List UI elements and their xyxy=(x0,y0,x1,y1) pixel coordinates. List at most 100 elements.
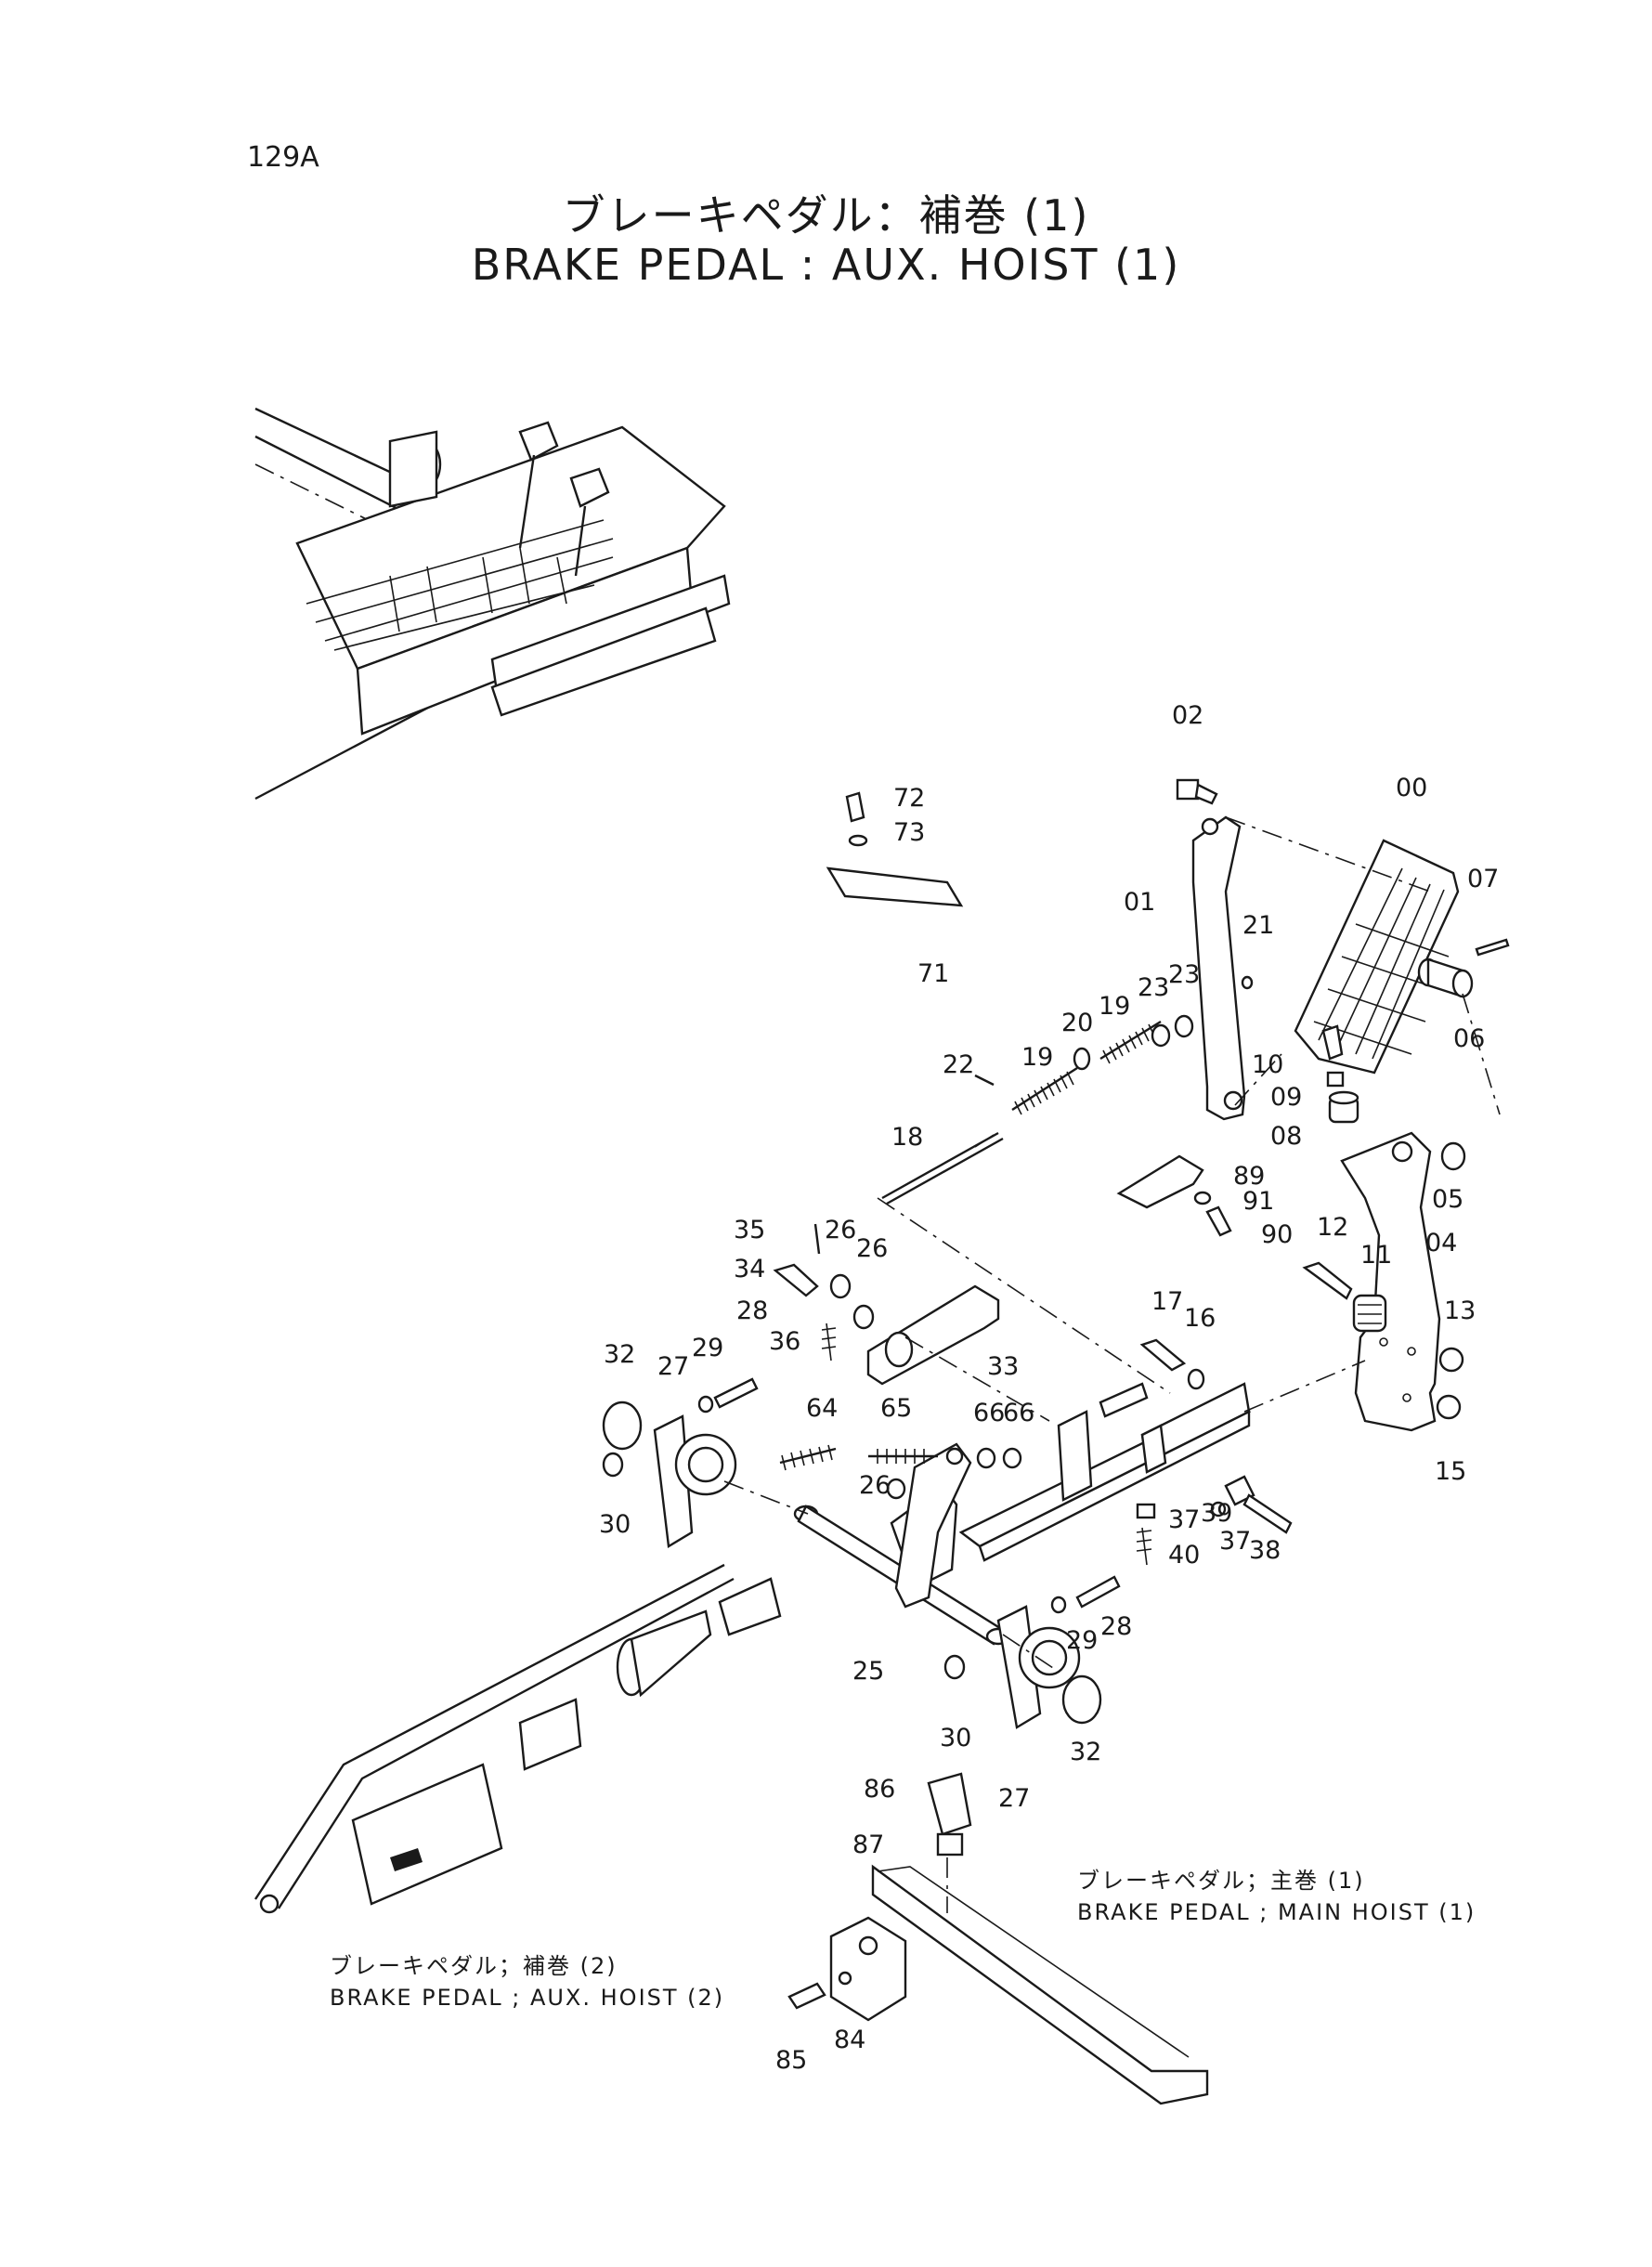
callout-85: 85 xyxy=(775,2046,807,2075)
callout-27a: 27 xyxy=(657,1352,689,1381)
nut xyxy=(976,1447,996,1469)
callout-29b: 29 xyxy=(1066,1626,1098,1655)
callout-39: 39 xyxy=(1201,1499,1232,1528)
callout-06: 06 xyxy=(1453,1024,1485,1053)
nut xyxy=(1151,1023,1171,1048)
washer xyxy=(1210,1501,1227,1518)
callout-13: 13 xyxy=(1444,1296,1476,1325)
bearing-housing xyxy=(653,1414,737,1548)
callout-64: 64 xyxy=(806,1394,838,1423)
callout-37b: 37 xyxy=(1219,1527,1251,1556)
assembly-lines xyxy=(723,816,1501,1913)
callout-20: 20 xyxy=(1061,1009,1093,1037)
callout-05: 05 xyxy=(1432,1185,1463,1214)
pedal-bracket xyxy=(1340,1131,1441,1432)
washer xyxy=(697,1395,714,1414)
callout-33: 33 xyxy=(987,1352,1019,1381)
reference-aux-hoist-2: ブレーキペダル；補巻 (2) BRAKE PEDAL ; AUX. HOIST … xyxy=(330,1950,724,2013)
snap-ring xyxy=(602,1401,643,1451)
callout-28a: 28 xyxy=(736,1296,768,1325)
collar xyxy=(829,1273,852,1299)
rubber-stopper xyxy=(1352,1294,1387,1333)
callout-18: 18 xyxy=(891,1123,923,1152)
reference-main-hoist-english: BRAKE PEDAL ; MAIN HOIST (1) xyxy=(1077,1899,1476,1925)
bolt xyxy=(927,1772,972,1836)
callout-32a: 32 xyxy=(604,1340,635,1369)
bearing-housing xyxy=(996,1605,1081,1729)
callout-10: 10 xyxy=(1252,1050,1283,1079)
bolt xyxy=(713,1377,759,1409)
bolt xyxy=(1176,778,1218,805)
pin xyxy=(1475,938,1510,957)
callout-30a: 30 xyxy=(599,1510,631,1539)
collar xyxy=(886,1478,906,1500)
callout-37a: 37 xyxy=(1168,1505,1200,1534)
collar xyxy=(852,1304,875,1330)
callout-26a: 26 xyxy=(825,1216,856,1244)
link-lever xyxy=(866,1284,1000,1386)
snap-ring xyxy=(1061,1674,1102,1725)
callout-40: 40 xyxy=(1168,1541,1200,1570)
callout-12: 12 xyxy=(1317,1213,1348,1242)
return-spring xyxy=(779,1444,837,1471)
callout-labels: 00 01 02 04 05 06 07 08 09 10 11 12 13 1… xyxy=(599,701,1499,2075)
callout-04: 04 xyxy=(1425,1229,1457,1257)
washer xyxy=(1440,1141,1466,1171)
callout-01: 01 xyxy=(1124,888,1155,917)
page-title-japanese: ブレーキペダル：補巻 (1) xyxy=(562,190,1090,241)
nut xyxy=(602,1452,624,1478)
callout-07: 07 xyxy=(1467,865,1499,893)
callout-17: 17 xyxy=(1151,1287,1183,1316)
bolt xyxy=(773,1263,819,1297)
nut xyxy=(1326,1071,1345,1088)
bolt xyxy=(1205,1205,1232,1237)
bolt xyxy=(1075,1575,1121,1609)
callout-36: 36 xyxy=(769,1327,800,1356)
cover-plate xyxy=(826,866,964,907)
callout-16: 16 xyxy=(1184,1304,1216,1333)
washer xyxy=(1187,1368,1205,1390)
callout-66a: 66 xyxy=(973,1399,1005,1427)
nut xyxy=(1174,1014,1194,1038)
reference-aux-hoist-2-english: BRAKE PEDAL ; AUX. HOIST (2) xyxy=(330,1985,725,2011)
callout-22: 22 xyxy=(943,1050,974,1079)
callout-28b: 28 xyxy=(1100,1612,1132,1641)
callout-72: 72 xyxy=(893,784,925,813)
callout-90: 90 xyxy=(1261,1220,1293,1249)
callout-86: 86 xyxy=(864,1775,895,1804)
callout-21: 21 xyxy=(1242,911,1274,940)
callout-11: 11 xyxy=(1360,1241,1392,1270)
rod-thread xyxy=(974,1134,995,1148)
callout-19a: 19 xyxy=(1021,1043,1053,1072)
wing-bolt xyxy=(1242,1493,1293,1534)
callout-15: 15 xyxy=(1435,1457,1466,1486)
callout-19b: 19 xyxy=(1099,992,1130,1021)
collar xyxy=(1417,958,1474,998)
callout-23a: 23 xyxy=(1138,973,1169,1002)
nut xyxy=(943,1654,966,1680)
callout-30b: 30 xyxy=(940,1724,971,1752)
support-beam xyxy=(871,1864,1209,2105)
cable-clamp-detail xyxy=(390,1848,423,1871)
overview-machine-illustration xyxy=(254,407,731,801)
reference-main-hoist-japanese: ブレーキペダル；主巻 (1) xyxy=(1077,1868,1365,1894)
washer xyxy=(848,834,868,847)
cotter-pin xyxy=(974,1074,995,1087)
callout-87: 87 xyxy=(852,1831,884,1859)
mounting-block xyxy=(829,1916,907,2022)
nut xyxy=(1136,1503,1156,1519)
stopper-cushion xyxy=(1328,1090,1359,1124)
nut xyxy=(1002,1447,1022,1469)
callout-32b: 32 xyxy=(1070,1738,1101,1766)
callout-26c: 26 xyxy=(859,1471,891,1500)
washer xyxy=(936,1832,964,1857)
callout-71: 71 xyxy=(917,959,949,988)
split-pin xyxy=(813,1223,821,1255)
callout-38: 38 xyxy=(1249,1536,1281,1565)
callout-23b: 23 xyxy=(1168,960,1200,989)
callout-65: 65 xyxy=(880,1394,912,1423)
stud-bolt xyxy=(1139,1338,1187,1372)
reference-aux-hoist-2-japanese: ブレーキペダル；補巻 (2) xyxy=(330,1953,618,1979)
callout-08: 08 xyxy=(1270,1122,1302,1151)
